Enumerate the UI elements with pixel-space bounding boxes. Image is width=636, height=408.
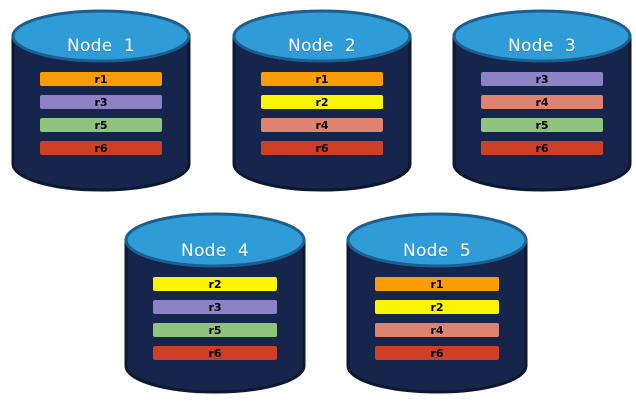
replica-label: r5 [535, 118, 549, 132]
replica-label: r6 [315, 141, 329, 155]
replica-label: r3 [94, 95, 108, 109]
replica-bar[interactable]: r1 [261, 72, 383, 86]
replica-label: r5 [208, 323, 222, 337]
replica-bar[interactable]: r1 [40, 72, 162, 86]
replica-label: r3 [535, 72, 549, 86]
replica-bar[interactable]: r4 [481, 95, 603, 109]
replica-bar[interactable]: r1 [375, 277, 499, 291]
replica-bar[interactable]: r2 [375, 300, 499, 314]
replica-label: r6 [430, 346, 444, 360]
replica-label: r4 [430, 323, 444, 337]
replica-label: r6 [208, 346, 222, 360]
replica-label: r2 [208, 277, 222, 291]
replica-bar[interactable]: r6 [153, 346, 277, 360]
replica-label: r2 [430, 300, 444, 314]
replica-bar[interactable]: r5 [481, 118, 603, 132]
replica-bar[interactable]: r6 [40, 141, 162, 155]
replica-label: r3 [208, 300, 222, 314]
replica-bar[interactable]: r2 [153, 277, 277, 291]
replica-label: r6 [94, 141, 108, 155]
replica-label: r4 [535, 95, 549, 109]
replica-bar[interactable]: r6 [375, 346, 499, 360]
replica-bar[interactable]: r3 [40, 95, 162, 109]
replica-label: r1 [430, 277, 444, 291]
replica-label: r1 [315, 72, 329, 86]
replica-bar[interactable]: r3 [153, 300, 277, 314]
replica-bar[interactable]: r5 [153, 323, 277, 337]
replica-bar[interactable]: r6 [261, 141, 383, 155]
replica-label: r5 [94, 118, 108, 132]
replica-bar[interactable]: r4 [375, 323, 499, 337]
replica-label: r6 [535, 141, 549, 155]
replica-bar[interactable]: r2 [261, 95, 383, 109]
replica-bar-list-2: r1 r2 r4 r6 [232, 72, 412, 164]
replica-label: r4 [315, 118, 329, 132]
replica-label: r1 [94, 72, 108, 86]
replica-bar-list-5: r1 r2 r4 r6 [346, 277, 528, 369]
replica-bar[interactable]: r6 [481, 141, 603, 155]
replica-label: r2 [315, 95, 329, 109]
replica-bar[interactable]: r3 [481, 72, 603, 86]
replica-bar-list-1: r1 r3 r5 r6 [11, 72, 191, 164]
replica-bar-list-3: r3 r4 r5 r6 [452, 72, 632, 164]
replica-bar[interactable]: r4 [261, 118, 383, 132]
replica-bar-list-4: r2 r3 r5 r6 [124, 277, 306, 369]
replica-bar[interactable]: r5 [40, 118, 162, 132]
